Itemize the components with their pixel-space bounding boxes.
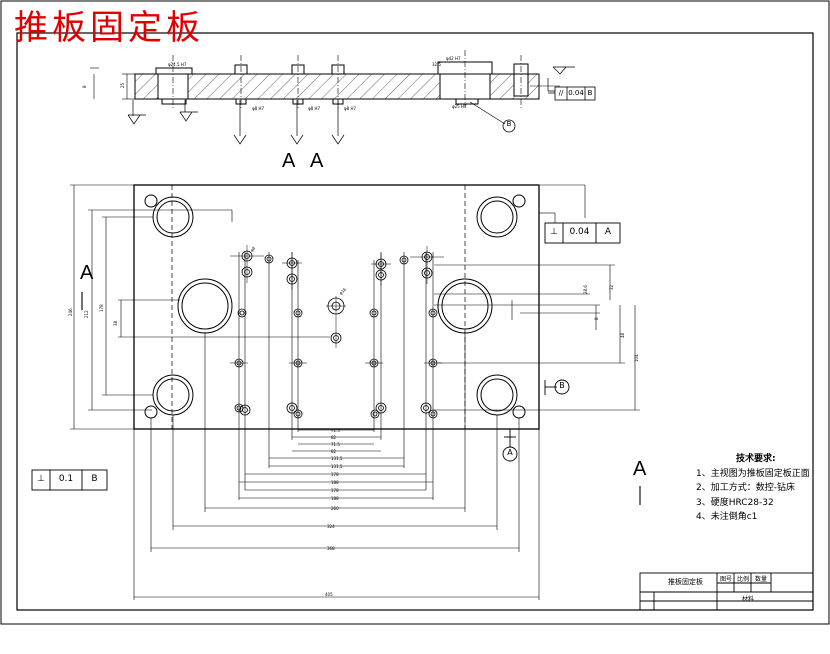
fcf-right-datum: A bbox=[604, 227, 612, 237]
section-view bbox=[90, 50, 595, 145]
datum-b-label: B bbox=[559, 381, 565, 390]
tech-req-item: 4、未注倒角c1 bbox=[696, 512, 758, 522]
svg-text:324: 324 bbox=[327, 524, 335, 529]
svg-text:28.6: 28.6 bbox=[583, 285, 588, 294]
plan-dim-labels: 246 212 178 38 71.5 82 71.5 82 131.5 131… bbox=[68, 245, 639, 597]
svg-text:260: 260 bbox=[331, 506, 339, 511]
tolerance-frame-left bbox=[31, 469, 108, 491]
datum-a-label: A bbox=[507, 448, 513, 457]
svg-text:8: 8 bbox=[594, 317, 599, 320]
svg-text:32.5: 32.5 bbox=[432, 62, 441, 67]
tech-req-heading: 技术要求: bbox=[736, 454, 776, 464]
datum-b-top: B bbox=[506, 120, 512, 128]
svg-text:188: 188 bbox=[331, 480, 339, 485]
section-mark-right: A bbox=[633, 458, 647, 480]
fcf-right-symbol: ⊥ bbox=[550, 227, 558, 237]
section-mark-top-left: A bbox=[282, 150, 296, 172]
svg-text:48: 48 bbox=[620, 332, 625, 338]
horizontal-dim-stack bbox=[133, 332, 540, 600]
technical-requirements: 技术要求: 1、主视图为推板固定板正面 2、加工方式：数控-钻床 3、硬度HRC… bbox=[696, 452, 810, 525]
svg-text:φ8 H7: φ8 H7 bbox=[308, 106, 320, 111]
title-block-cell: 比例 bbox=[737, 576, 750, 583]
svg-text:φ8 H7: φ8 H7 bbox=[344, 106, 356, 111]
section-dim-labels: φ24.5 H7 φ42 H7 32.5 8 25 φ8 H7 φ8 H7 φ8… bbox=[82, 56, 467, 111]
drawing-title: 推板固定板 bbox=[14, 8, 204, 48]
svg-text:246: 246 bbox=[68, 308, 73, 316]
svg-text:82: 82 bbox=[331, 435, 337, 440]
svg-text:131.5: 131.5 bbox=[331, 456, 343, 461]
svg-text:178: 178 bbox=[331, 488, 339, 493]
title-block-name: 推板固定板 bbox=[668, 578, 703, 586]
svg-text:131.5: 131.5 bbox=[331, 464, 343, 469]
svg-text:71.5: 71.5 bbox=[331, 442, 340, 447]
svg-text:188: 188 bbox=[331, 496, 339, 501]
svg-text:405: 405 bbox=[325, 592, 333, 597]
svg-text:178: 178 bbox=[99, 304, 104, 312]
svg-text:71.5: 71.5 bbox=[331, 428, 340, 433]
svg-text:212: 212 bbox=[84, 310, 89, 318]
outer-border bbox=[0, 0, 830, 625]
svg-text:32: 32 bbox=[609, 284, 614, 290]
svg-text:φ8: φ8 bbox=[249, 245, 257, 253]
svg-text:368: 368 bbox=[327, 546, 335, 551]
title-block-cell: 图号 bbox=[720, 576, 733, 583]
svg-text:38: 38 bbox=[113, 320, 118, 326]
section-mark-left: A bbox=[80, 262, 94, 284]
tolerance-frame-right bbox=[544, 222, 621, 244]
tech-req-item: 3、硬度HRC28-32 bbox=[696, 497, 774, 508]
plan-view bbox=[70, 184, 641, 600]
fcf-top-datum: B bbox=[587, 89, 593, 97]
title-block-cell: 材料 bbox=[742, 596, 755, 603]
title-block-cell: 数量 bbox=[755, 576, 768, 583]
fcf-right-value: 0.04 bbox=[569, 227, 590, 237]
fcf-top-value: 0.04 bbox=[568, 89, 584, 97]
svg-text:82: 82 bbox=[331, 449, 337, 454]
tech-req-item: 2、加工方式：数控-钻床 bbox=[696, 483, 795, 493]
svg-text:φ25 H7: φ25 H7 bbox=[452, 104, 467, 109]
fcf-left-symbol: ⊥ bbox=[37, 474, 45, 484]
svg-text:104: 104 bbox=[634, 354, 639, 362]
inner-frame bbox=[16, 32, 814, 611]
tech-req-item: 1、主视图为推板固定板正面 bbox=[696, 468, 810, 479]
title-block bbox=[639, 572, 814, 611]
svg-text:178: 178 bbox=[331, 472, 339, 477]
svg-text:φ24.5 H7: φ24.5 H7 bbox=[168, 62, 187, 67]
svg-text:φ8 H7: φ8 H7 bbox=[252, 106, 264, 111]
fcf-top-symbol: // bbox=[558, 89, 564, 97]
svg-text:φ42 H7: φ42 H7 bbox=[446, 56, 461, 61]
fcf-left-value: 0.1 bbox=[58, 474, 74, 484]
parallelism-frame bbox=[554, 86, 596, 101]
svg-text:8: 8 bbox=[82, 85, 87, 88]
section-mark-top-right: A bbox=[310, 150, 324, 172]
svg-text:25: 25 bbox=[120, 82, 125, 88]
fcf-left-datum: B bbox=[91, 474, 98, 484]
svg-text:φ16: φ16 bbox=[338, 286, 347, 295]
